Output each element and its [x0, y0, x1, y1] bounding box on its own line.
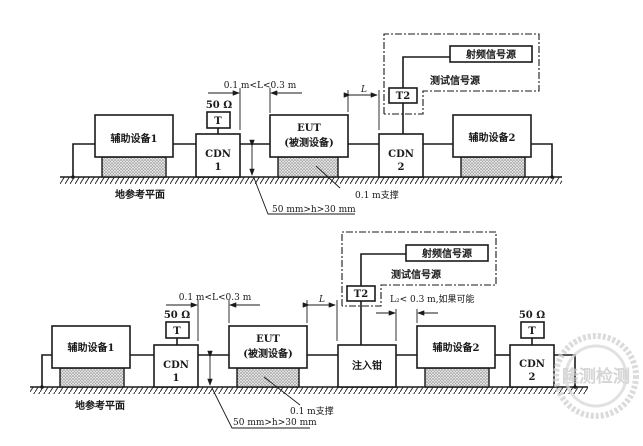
- test-source-label: 测试信号源: [430, 74, 480, 87]
- watermark: 隆测检测: [553, 333, 639, 419]
- support-block: [277, 156, 339, 178]
- ground-plane: [268, 387, 588, 394]
- dist-L-range: 0.1 m<L<0.3 m: [224, 81, 297, 91]
- cdn2-label: CDN: [519, 359, 545, 370]
- rf-source: [449, 45, 533, 63]
- clamp-label: 注入钳: [352, 359, 382, 372]
- support-label: 0.1 m支撑: [290, 405, 334, 417]
- height-label: 50 mm>h>30 mm: [272, 205, 356, 215]
- aux-equipment-2: [416, 325, 496, 369]
- terminator-ohm: 50 Ω: [164, 310, 190, 321]
- ground-plane: [60, 177, 242, 184]
- support-label: 0.1 m支撑: [355, 189, 399, 201]
- top-diagram: 辅助设备1 CDN 1 T 50 Ω 50 mm>h>30 mm 0.1 m<L…: [60, 33, 562, 215]
- cdn-1: [153, 344, 199, 388]
- cdn1-number: 1: [215, 162, 222, 173]
- test-source-label: 测试信号源: [391, 268, 441, 281]
- ground-node: [550, 175, 554, 179]
- dist-L: L: [360, 85, 367, 95]
- test-source-boundary: [383, 33, 540, 115]
- aux2-label: 辅助设备2: [433, 341, 480, 354]
- ground-wire: [531, 143, 553, 177]
- cdn2-number: 2: [398, 162, 405, 173]
- terminator-ohm: 50 Ω: [519, 310, 545, 321]
- ground-plane: [30, 387, 268, 394]
- aux1-label: 辅助设备1: [111, 132, 158, 145]
- ground-plane-label: 地参考平面: [115, 188, 165, 201]
- watermark-ring: [564, 344, 628, 408]
- watermark-text: 隆测检测: [562, 366, 630, 387]
- aux2-label: 辅助设备2: [469, 131, 516, 144]
- aux-equipment-2: [452, 114, 532, 158]
- cdn-2: [378, 133, 424, 178]
- ground-node: [71, 175, 75, 179]
- ground-node: [40, 385, 44, 389]
- test-source-boundary: [341, 231, 497, 307]
- height-leader: [253, 177, 355, 215]
- eut: [228, 325, 308, 369]
- cdn1-label: CDN: [205, 149, 231, 160]
- ground-plane-label: 地参考平面: [75, 399, 125, 412]
- dist-L2: L₂< 0.3 m,如果可能: [390, 293, 475, 305]
- aux1-label: 辅助设备1: [68, 341, 115, 354]
- height-leader: [211, 387, 310, 429]
- cdn1-number: 1: [173, 373, 180, 384]
- injection-clamp: [337, 344, 397, 388]
- cdn1-label: CDN: [163, 360, 189, 371]
- ground-wire: [72, 143, 95, 177]
- rf-source-label: 射频信号源: [421, 247, 472, 260]
- aux-equipment-1: [51, 325, 131, 369]
- watermark-ring: [553, 333, 639, 419]
- rf-source: [405, 244, 489, 262]
- terminator-label: T: [173, 326, 181, 337]
- eut-label: EUT: [256, 334, 280, 345]
- terminator-label: T: [214, 116, 222, 127]
- rf-cable: [402, 56, 450, 88]
- dist-L: L: [318, 295, 325, 305]
- cdn2-number: 2: [529, 372, 536, 383]
- cdn2-label: CDN: [388, 149, 414, 160]
- support-block: [236, 367, 300, 388]
- t2-label: T2: [396, 91, 410, 102]
- support-block: [460, 156, 526, 178]
- terminator-ohm: 50 Ω: [206, 100, 232, 111]
- support-leader: [315, 165, 341, 189]
- rf-source-label: 射频信号源: [465, 48, 516, 61]
- eut-sublabel: (被测设备): [284, 136, 333, 149]
- dist-L-range: 0.1 m<L<0.3 m: [179, 293, 252, 303]
- eut-sublabel: (被测设备): [243, 347, 292, 360]
- support-block: [59, 367, 125, 388]
- support-block: [101, 156, 167, 178]
- support-block: [424, 367, 490, 388]
- ground-wire: [41, 354, 52, 387]
- ground-node: [573, 385, 577, 389]
- support-leader: [263, 376, 301, 406]
- ground-plane: [242, 177, 562, 184]
- t2-label: T2: [354, 289, 368, 300]
- height-label: 50 mm>h>30 mm: [233, 418, 317, 428]
- eut-label: EUT: [297, 123, 321, 134]
- terminator-label: T: [528, 326, 536, 337]
- aux-equipment-1: [94, 114, 174, 158]
- bottom-diagram: 辅助设备1 CDN 1 T 50 Ω 50 mm>h>30 mm 0.1 m<L…: [30, 231, 588, 429]
- eut: [269, 114, 349, 158]
- rf-cable: [360, 253, 406, 286]
